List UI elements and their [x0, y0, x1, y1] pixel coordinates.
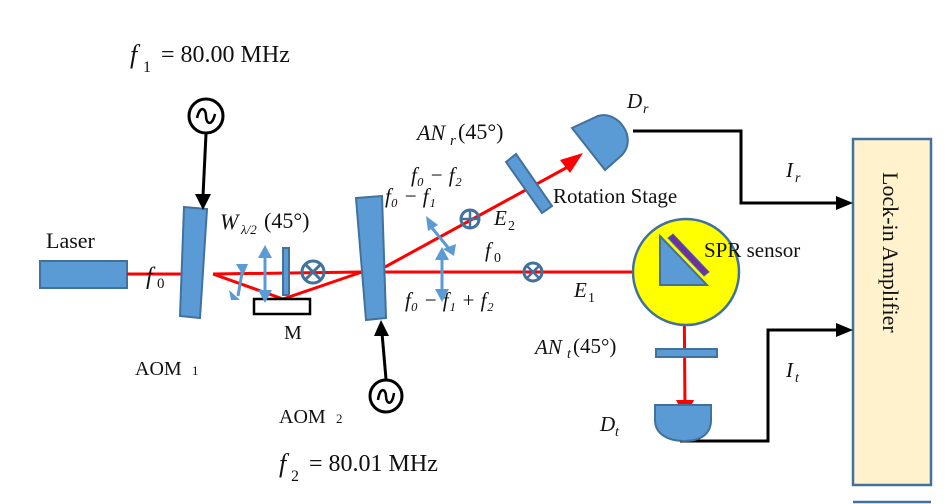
arrow-it-icon: [836, 323, 853, 337]
pol-arrow-sw-icon: [229, 290, 240, 300]
analyzer-r-label: AN: [415, 120, 446, 145]
spr-sensor-label: SPR sensor: [704, 238, 800, 262]
pol-into-page-icon: [300, 259, 326, 285]
analyzer-r: [504, 152, 554, 215]
current-r-label: I: [785, 158, 794, 182]
pol-e2-icon: [459, 208, 481, 230]
rotation-stage-label: Rotation Stage: [553, 184, 677, 208]
arrow-e2-icon: [560, 153, 583, 173]
laser-source: [39, 260, 128, 289]
current-t-sub: t: [795, 371, 800, 386]
sine-wave-2-icon: [376, 388, 396, 404]
rf-wire-1: [201, 133, 208, 197]
beam-sum-label: f₀ − f₁ + f₂: [405, 288, 494, 312]
e1-label: E: [573, 278, 587, 302]
beam-f0-f2-label: f₀ − f₂: [411, 163, 462, 187]
detector-t: [654, 404, 712, 443]
waveplate-sub: λ/2: [240, 222, 257, 237]
aom2-label: AOM: [279, 406, 326, 428]
rf-wire-2: [380, 332, 388, 380]
waveplate-angle: (45°): [264, 208, 309, 233]
pol-arrow-down-icon: [258, 290, 272, 303]
arrow-rf1-icon: [195, 194, 211, 210]
f2-equation: = 80.01 MHz: [309, 451, 438, 477]
arrow-ir-icon: [836, 196, 853, 210]
detector-t-label: D: [599, 412, 615, 436]
mirror: [252, 297, 312, 316]
lock-in-amplifier-box: [851, 137, 933, 487]
current-r-sub: r: [795, 171, 801, 186]
beam-f0-f1-label: f₀ − f₁: [385, 184, 436, 208]
detector-r-label: D: [626, 89, 642, 113]
beam-e2: [384, 161, 576, 269]
pol-arrow-ne-icon: [236, 264, 248, 276]
detector-r-sub: r: [643, 102, 649, 117]
laser-label: Laser: [46, 228, 96, 253]
analyzer-t-label: AN: [533, 335, 563, 359]
e2-sub: 2: [508, 219, 515, 234]
f2-subscript: 2: [291, 468, 299, 485]
aom1-sub: 1: [192, 363, 199, 378]
pol-arrow-down2-icon: [435, 289, 449, 302]
f0-mid-sub: 0: [494, 251, 501, 266]
mirror-label: M: [284, 322, 302, 344]
detector-t-sub: t: [615, 425, 620, 440]
aom1-label: AOM: [135, 358, 182, 380]
waveplate-label: W: [220, 209, 240, 234]
pol-arrow-nw-icon: [426, 216, 438, 231]
detector-r: [570, 114, 629, 172]
signal-wire-ir: [633, 129, 843, 205]
e1-sub: 1: [588, 291, 595, 306]
pol-arrow-se-icon: [443, 244, 456, 256]
analyzer-r-sub: r: [450, 133, 456, 149]
current-t-label: I: [785, 358, 794, 382]
f0-input-label: f: [146, 264, 156, 290]
pol-arrow-up2-icon: [435, 247, 449, 260]
lock-in-label: Lock-in Amplifier: [878, 172, 903, 333]
signal-wire-it: [680, 328, 843, 443]
f2-symbol: f: [279, 449, 290, 478]
aom1-crystal: [178, 205, 209, 320]
e2-label: E: [493, 206, 507, 230]
prism: [659, 233, 710, 286]
aom2-crystal: [354, 194, 388, 322]
pol-e1-icon: [522, 261, 544, 283]
f0-mid-label: f: [485, 238, 494, 262]
pol-arrow-up-icon: [258, 245, 272, 258]
f1-subscript: 1: [143, 59, 151, 76]
aom2-sub: 2: [336, 411, 343, 426]
analyzer-t: [655, 348, 718, 358]
f1-equation: = 80.00 MHz: [161, 42, 290, 68]
analyzer-t-angle: (45°): [573, 334, 616, 358]
analyzer-r-angle: (45°): [458, 119, 503, 144]
analyzer-t-sub: t: [567, 347, 572, 362]
half-wave-plate: [282, 247, 290, 296]
sine-wave-1-icon: [195, 107, 217, 125]
sensor-film: [667, 233, 710, 277]
f1-symbol: f: [130, 40, 141, 69]
f0-input-sub: 0: [157, 276, 165, 292]
arrow-rf2-icon: [374, 320, 389, 336]
